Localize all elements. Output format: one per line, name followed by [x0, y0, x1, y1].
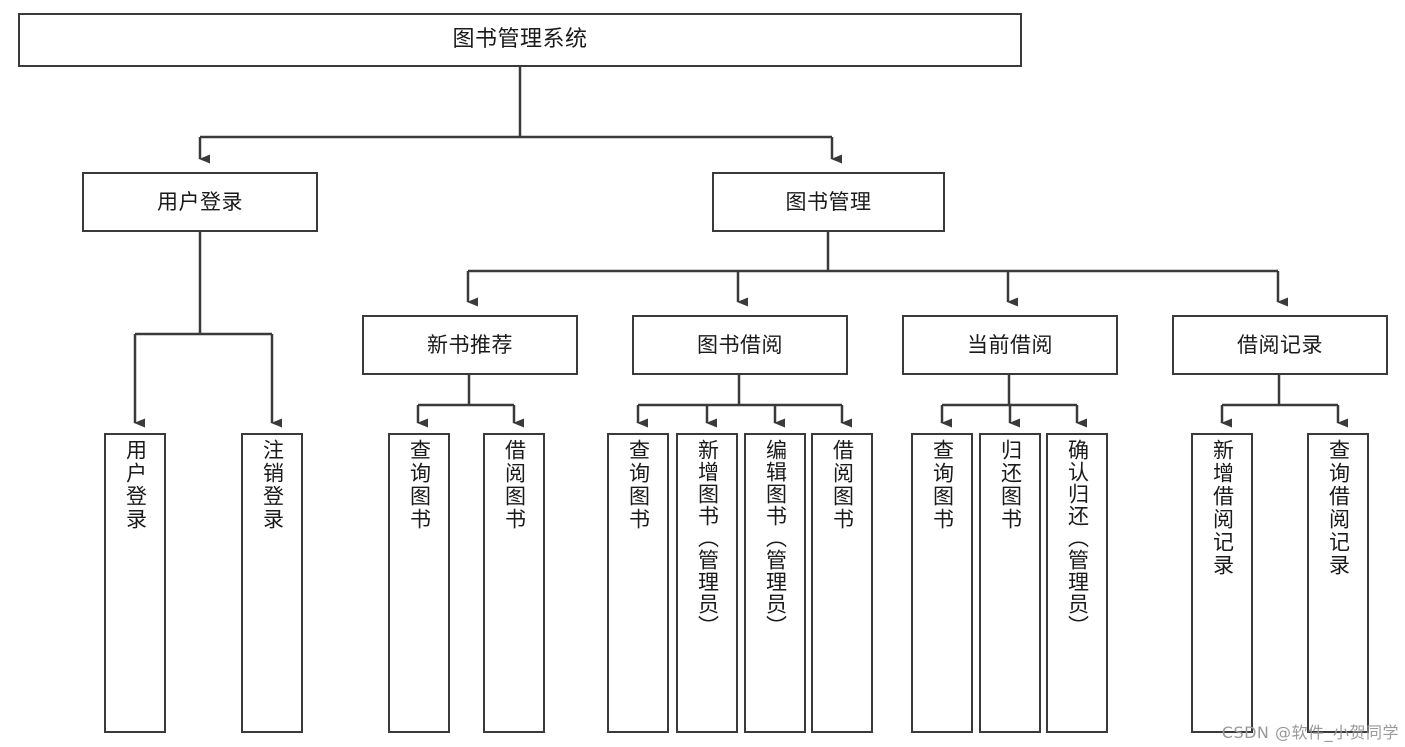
leaf-user-login-login[interactable]: 用户登录: [104, 433, 166, 733]
node-label: 查询图书: [930, 439, 955, 531]
node-label: 用户登录: [157, 189, 243, 214]
node-label: 借阅图书: [830, 439, 855, 531]
leaf-current-borrow-confirm-return-admin[interactable]: 确认归还（管理员）: [1046, 433, 1108, 733]
node-label: 图书管理: [785, 189, 872, 214]
node-borrow-record[interactable]: 借阅记录: [1172, 315, 1388, 375]
leaf-new-book-borrow-book[interactable]: 借阅图书: [483, 433, 545, 733]
node-current-borrow[interactable]: 当前借阅: [902, 315, 1118, 375]
node-label: 借阅图书: [502, 439, 527, 531]
leaf-user-login-logout[interactable]: 注销登录: [241, 433, 303, 733]
node-label: 图书借阅: [697, 332, 783, 357]
node-label: 查询图书: [626, 439, 651, 531]
leaf-book-borrow-edit-book-admin[interactable]: 编辑图书（管理员）: [744, 433, 806, 733]
watermark-credit: CSDN @软件_小贺同学: [1221, 723, 1399, 742]
leaf-book-borrow-borrow-book[interactable]: 借阅图书: [811, 433, 873, 733]
leaf-current-borrow-query-book[interactable]: 查询图书: [911, 433, 973, 733]
leaf-borrow-record-query-record[interactable]: 查询借阅记录: [1307, 433, 1369, 733]
node-label: 确认归还（管理员）: [1065, 439, 1090, 637]
node-label: 注销登录: [260, 439, 285, 531]
node-label: 图书管理系统: [452, 27, 588, 53]
leaf-new-book-query-book[interactable]: 查询图书: [388, 433, 450, 733]
node-label: 当前借阅: [967, 332, 1053, 357]
leaf-current-borrow-return-book[interactable]: 归还图书: [979, 433, 1041, 733]
node-label: 新书推荐: [427, 332, 513, 357]
node-label: 归还图书: [998, 439, 1023, 531]
node-label: 新增图书（管理员）: [695, 439, 720, 637]
leaf-book-borrow-add-book-admin[interactable]: 新增图书（管理员）: [676, 433, 738, 733]
node-new-book-recommend[interactable]: 新书推荐: [362, 315, 578, 375]
leaf-book-borrow-query-book[interactable]: 查询图书: [607, 433, 669, 733]
node-user-login[interactable]: 用户登录: [82, 172, 318, 232]
node-root-book-management-system[interactable]: 图书管理系统: [18, 13, 1022, 67]
node-label: 新增借阅记录: [1210, 439, 1235, 577]
node-book-borrow[interactable]: 图书借阅: [632, 315, 848, 375]
leaf-borrow-record-add-record[interactable]: 新增借阅记录: [1191, 433, 1253, 733]
node-book-management[interactable]: 图书管理: [712, 172, 945, 232]
node-label: 查询图书: [407, 439, 432, 531]
node-label: 编辑图书（管理员）: [763, 439, 788, 637]
node-label: 查询借阅记录: [1326, 439, 1351, 577]
node-label: 用户登录: [123, 439, 148, 531]
node-label: 借阅记录: [1237, 332, 1323, 357]
